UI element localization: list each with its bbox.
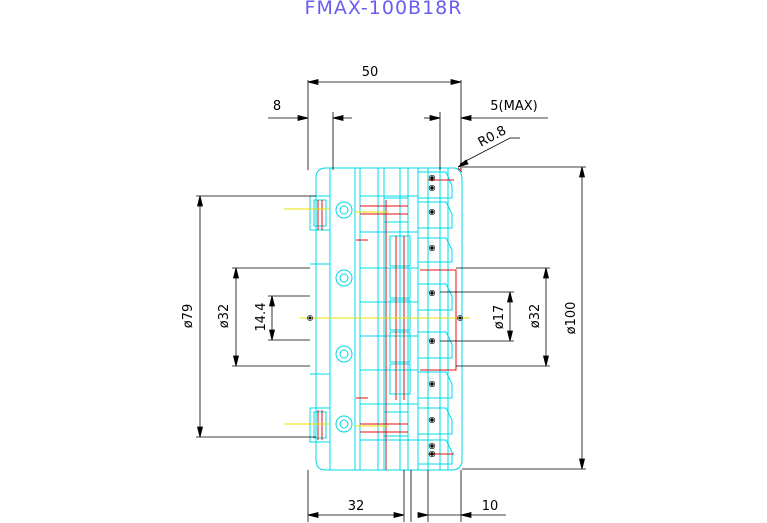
cutter-detail-lines — [317, 167, 463, 470]
dim-right-offset: 5(MAX) — [490, 99, 537, 114]
screw-heads — [307, 174, 463, 458]
dim-dia-32-left: ø32 — [217, 304, 232, 329]
dim-bottom-10: 10 — [482, 499, 499, 514]
dim-bottom-32: 32 — [348, 499, 365, 514]
dim-14-4: 14.4 — [254, 303, 269, 332]
dim-dia-100: ø100 — [564, 302, 579, 335]
dim-top-width: 50 — [362, 65, 379, 80]
centerlines — [284, 208, 470, 427]
dim-radius: R0.8 — [476, 123, 509, 150]
dim-dia-17: ø17 — [492, 305, 507, 330]
drawing-title: FMAX-100B18R — [304, 0, 463, 19]
dim-dia-79: ø79 — [181, 304, 196, 329]
dimension-lines — [196, 78, 586, 522]
dim-left-offset: 8 — [273, 99, 281, 114]
cutter-body-outline — [309, 167, 463, 471]
dim-dia-32-right: ø32 — [528, 304, 543, 329]
